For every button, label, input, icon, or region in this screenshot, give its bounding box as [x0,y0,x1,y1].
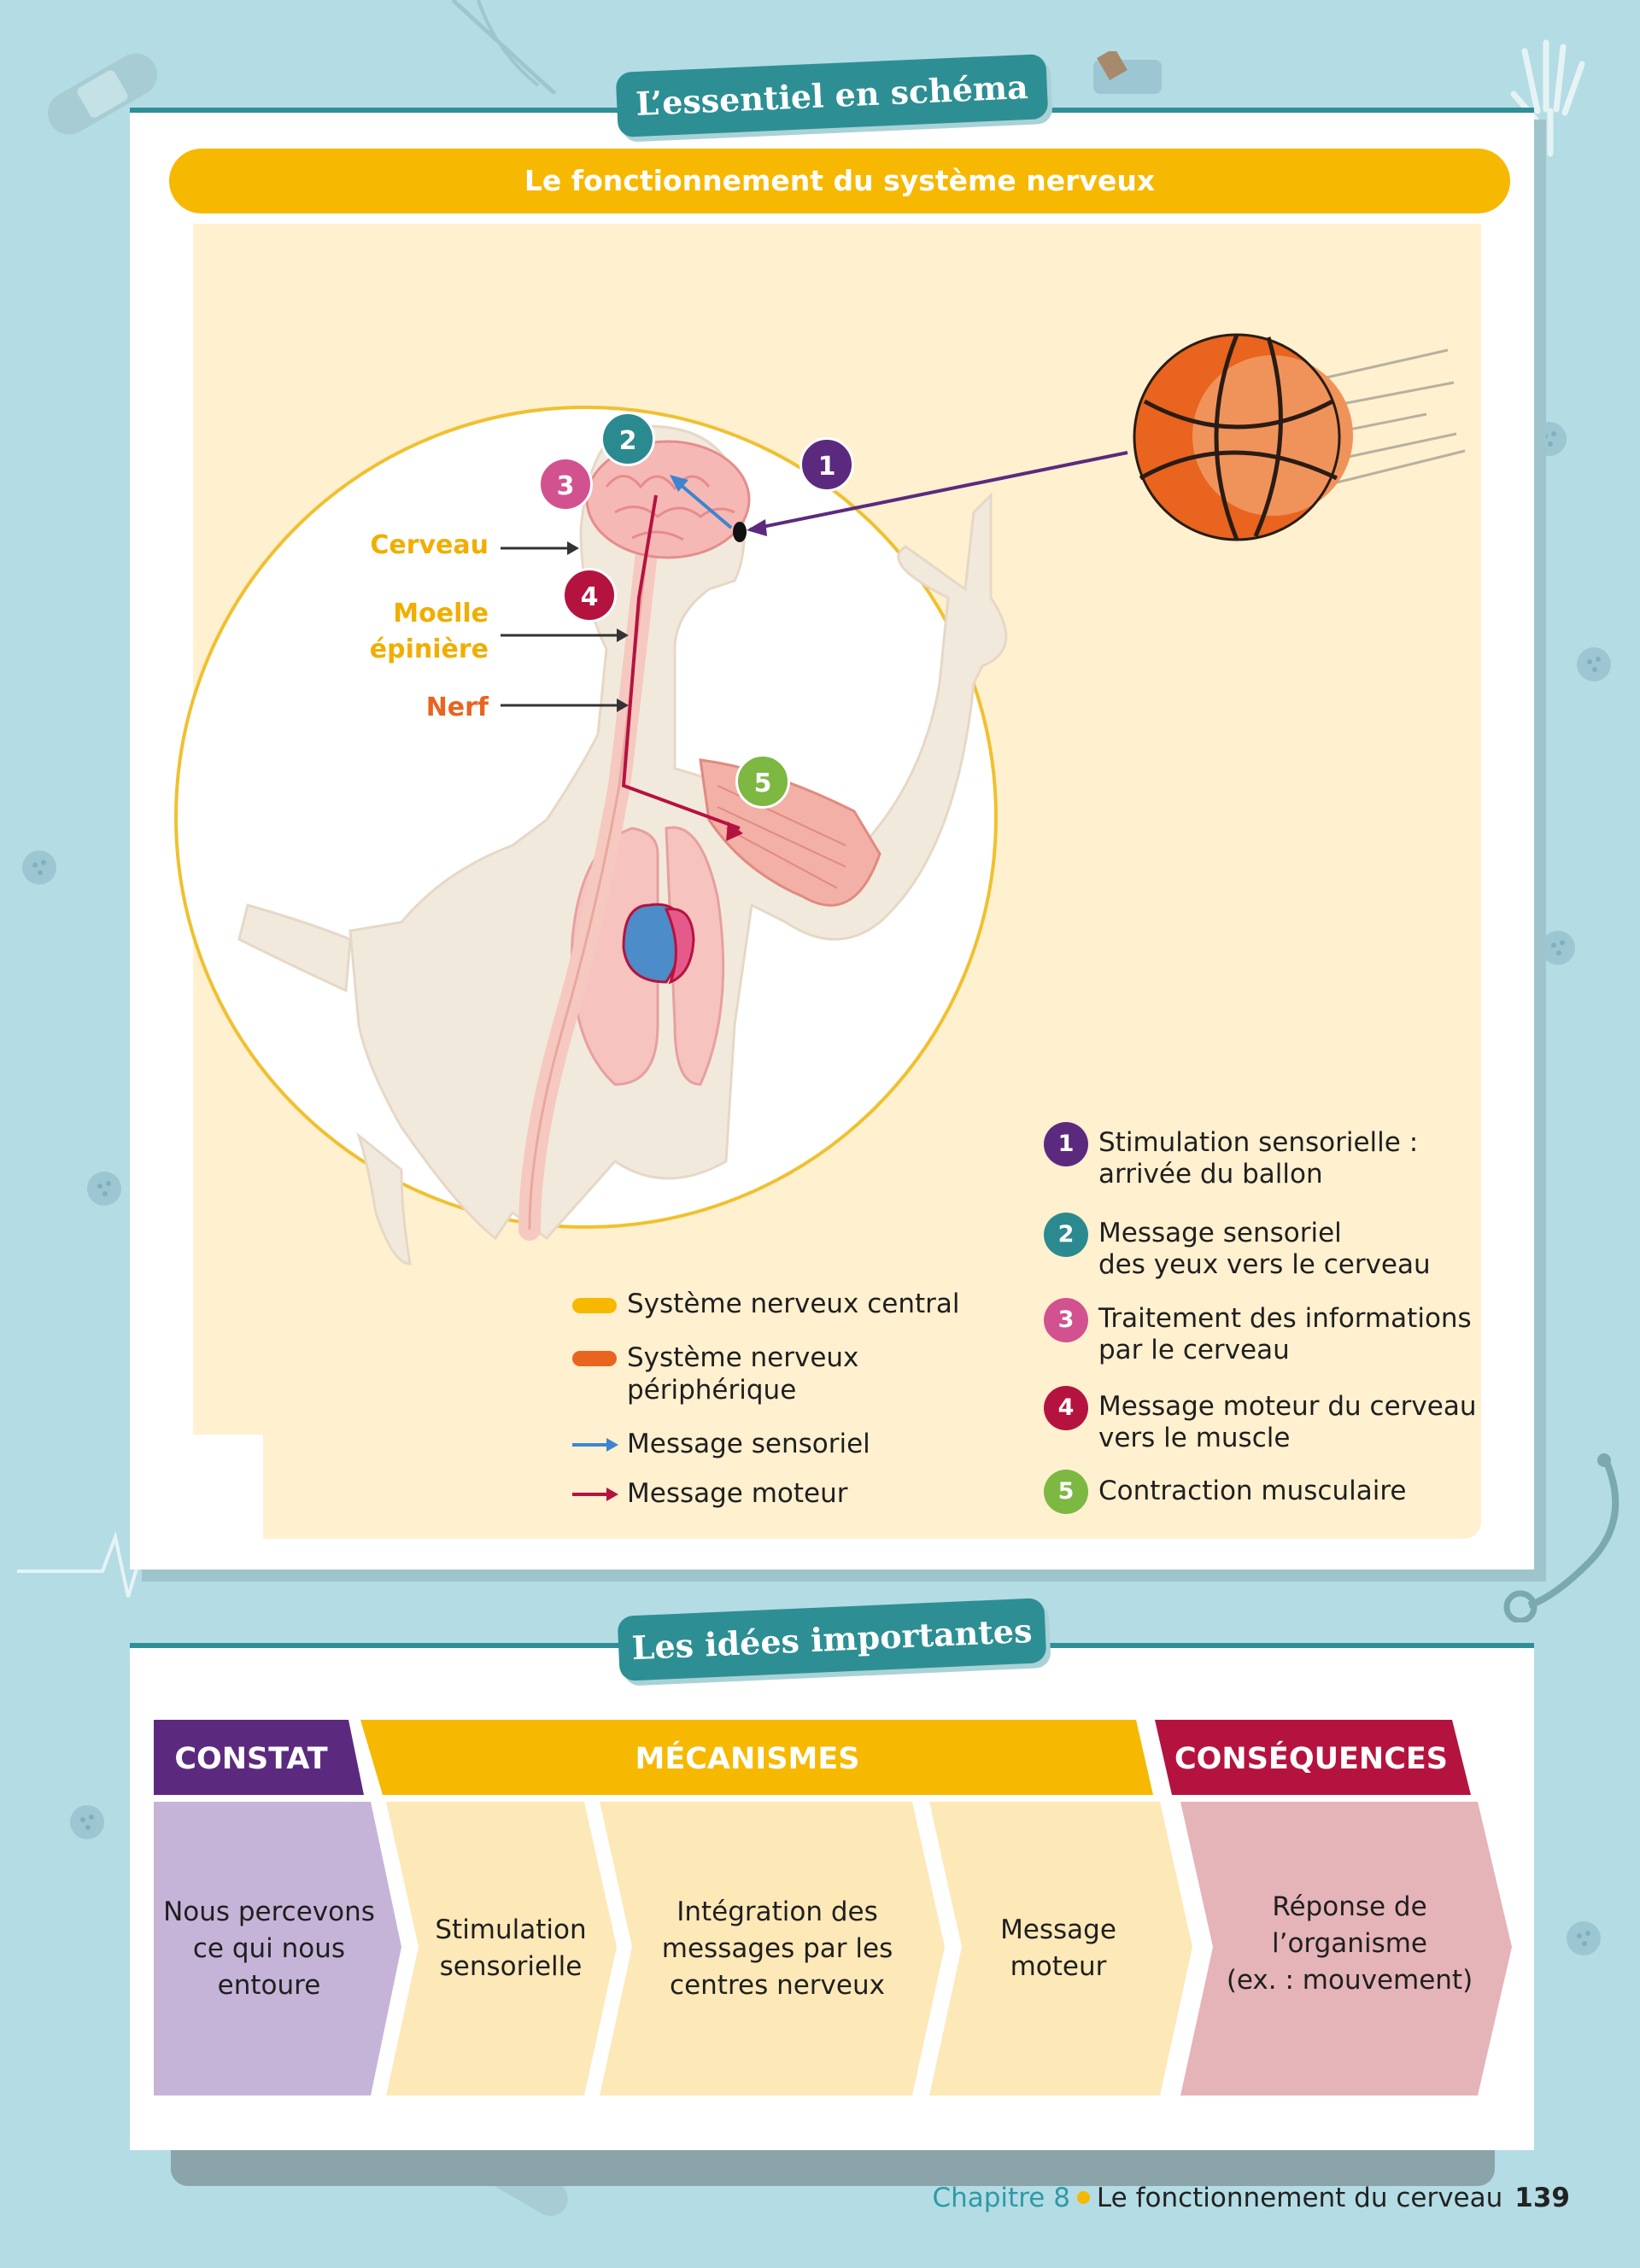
step-circle-2: 2 [600,412,655,466]
footer-chapter: Chapitre 8 [932,2183,1070,2213]
pill-icon [1093,51,1162,94]
lungs [571,826,725,1086]
step-num-4: 4 [1044,1386,1088,1430]
footer-title: Le fonctionnement du cerveau [1096,2183,1503,2213]
header-constat: CONSTAT [174,1742,328,1776]
footer-dot [1076,2191,1090,2204]
dna-icon [451,0,557,94]
step-circle-3: 3 [538,457,593,511]
header-shapes [154,1720,1471,1795]
step-num-3: 3 [1044,1298,1088,1342]
header-mecanismes: MÉCANISMES [635,1742,860,1776]
chevron-shapes [154,1802,1512,2096]
step-circle-1: 1 [800,437,854,492]
heartbeat-icon [17,1530,222,1598]
legend-swatch-sensory [572,1438,618,1452]
legend-peripheral: Système nerveux périphérique [627,1342,859,1406]
step-circle-4: 4 [562,568,617,623]
step-1: Stimulation sensorielle :arrivée du ball… [1098,1127,1419,1190]
stethoscope-icon [1503,1453,1620,1622]
stimulus-arrow [749,451,1128,531]
basketball-icon [1133,333,1466,541]
step-num-2: 2 [1044,1213,1088,1257]
legend-motor: Message moteur [627,1478,848,1509]
step-num-1: 1 [1044,1122,1088,1166]
diagram-corner-notch [193,1435,263,1546]
label-nerf: Nerf [425,693,489,722]
legend-sensory: Message sensoriel [627,1429,870,1459]
nervous-system-figure [174,333,1466,1266]
virus-icon [70,1805,104,1839]
virus-icon [1577,647,1611,681]
diagram-title: Le fonctionnement du système nerveux [169,149,1510,213]
virus-icon [1532,422,1567,456]
label-cerveau: Cerveau [370,530,489,560]
bandage-icon [48,53,157,135]
label-moelle: Moelle épinière [369,599,489,664]
step-num-5: 5 [1044,1470,1088,1514]
sensory-arrow [673,478,733,529]
eye [733,522,747,542]
brain [585,440,751,559]
motor-arrow [621,494,741,830]
virus-icon [87,1172,121,1206]
legend-swatch-peripheral [572,1351,617,1366]
legend-swatch-motor [572,1488,618,1501]
virus-icon [1567,1921,1601,1955]
step-5: Contraction musculaire [1098,1476,1407,1506]
header-consequences: CONSÉQUENCES [1174,1742,1449,1776]
virus-icon [22,850,56,885]
step-circle-5: 5 [735,754,790,809]
legend-central: Système nerveux central [627,1289,960,1319]
heart [622,903,695,985]
legend-swatch-central [572,1298,617,1313]
page-number: 139 [1514,2183,1570,2213]
virus-icon [1541,931,1575,965]
page-footer: Chapitre 8 Le fonctionnement du cerveau 13… [932,2183,1570,2213]
